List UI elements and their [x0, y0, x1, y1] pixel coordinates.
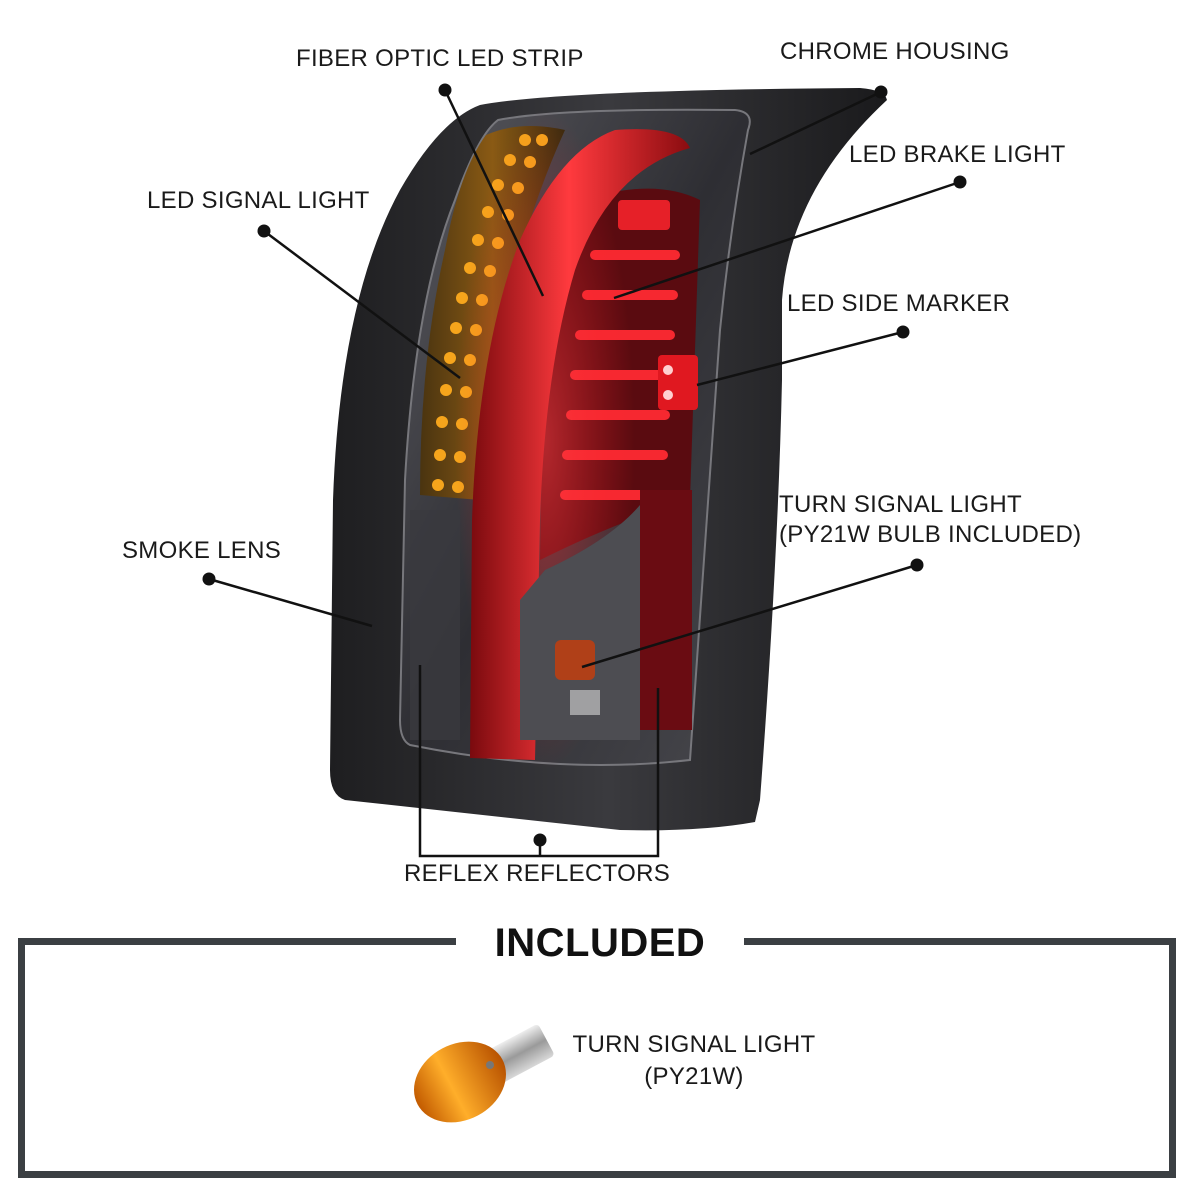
label-turn-signal-line2: (PY21W BULB INCLUDED) [779, 521, 1082, 548]
brake-top-block [618, 200, 670, 230]
bulb-caption: TURN SIGNAL LIGHT (PY21W) [566, 1029, 822, 1093]
label-led-brake-light: LED BRAKE LIGHT [849, 141, 1066, 168]
label-led-side-marker: LED SIDE MARKER [787, 290, 1011, 317]
label-turn-signal-line1: TURN SIGNAL LIGHT [779, 491, 1022, 518]
included-frame-top-right [744, 938, 1176, 945]
callout-lines [208, 89, 961, 858]
included-frame-top-left [18, 938, 456, 945]
callout-dots [202, 83, 967, 847]
turn-signal-chamber [520, 505, 640, 740]
label-reflex-reflectors: REFLEX REFLECTORS [404, 860, 671, 887]
label-smoke-lens: SMOKE LENS [122, 537, 282, 564]
included-title: INCLUDED [494, 921, 706, 965]
bulb-caption-line2: (PY21W) [644, 1063, 744, 1090]
bulb-caption-line1: TURN SIGNAL LIGHT [572, 1031, 816, 1058]
py21w-bulb-illustration [414, 1024, 554, 1123]
side-marker [658, 355, 698, 410]
left-reflector [410, 510, 460, 740]
label-led-signal-light: LED SIGNAL LIGHT [147, 187, 370, 214]
included-frame [18, 938, 1176, 1178]
label-chrome-housing: CHROME HOUSING [780, 38, 1010, 65]
label-fiber-optic-led-strip: FIBER OPTIC LED STRIP [296, 45, 584, 72]
